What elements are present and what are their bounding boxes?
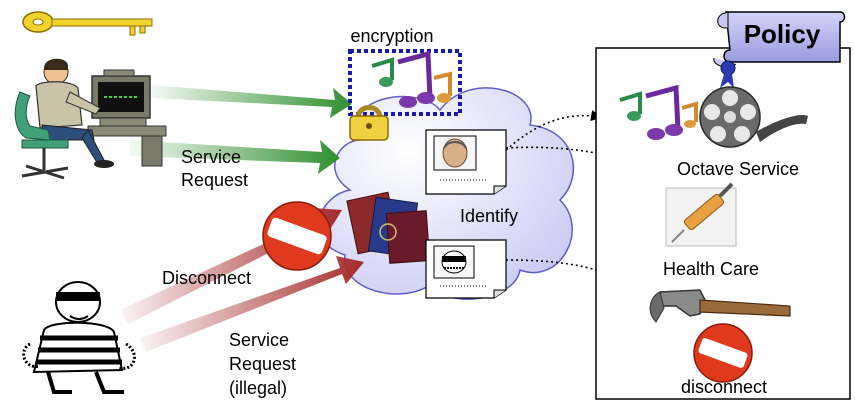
face-id-card-icon	[425, 129, 507, 195]
illegal-request-red-arrow	[140, 256, 364, 352]
no-entry-icon	[693, 323, 753, 383]
disconnect-left-label: Disconnect	[162, 268, 251, 288]
identify-label: Identify	[460, 206, 518, 226]
policy-scroll-icon	[713, 11, 846, 88]
key-icon	[22, 11, 153, 36]
film-reel-icon	[619, 84, 808, 148]
masked-face-id-card-icon	[425, 239, 507, 299]
computer-user-icon	[14, 58, 167, 180]
syringe-icon	[665, 182, 737, 247]
passport-icon	[346, 191, 431, 264]
padlock-icon	[349, 105, 389, 141]
encryption-box	[348, 49, 462, 116]
service-request-label-line2: Request	[181, 170, 248, 190]
illegal-request-label-line2: Request	[229, 354, 296, 374]
encryption-green-arrow	[150, 85, 352, 118]
encryption-label: encryption	[350, 26, 433, 46]
no-entry-icon	[262, 201, 332, 271]
illegal-request-label-line1: Service	[229, 330, 289, 350]
disconnect-right-label: disconnect	[681, 377, 767, 397]
thief-icon	[22, 281, 136, 394]
illegal-request-label-line3: (illegal)	[229, 378, 287, 398]
service-request-green-arrow	[130, 140, 340, 174]
service-request-label-line1: Service	[181, 147, 241, 167]
music-notes-icon	[371, 50, 452, 108]
policy-title: Policy	[744, 19, 821, 49]
hammer-icon	[649, 289, 791, 323]
octave-service-label: Octave Service	[677, 159, 799, 179]
health-care-label: Health Care	[663, 259, 759, 279]
